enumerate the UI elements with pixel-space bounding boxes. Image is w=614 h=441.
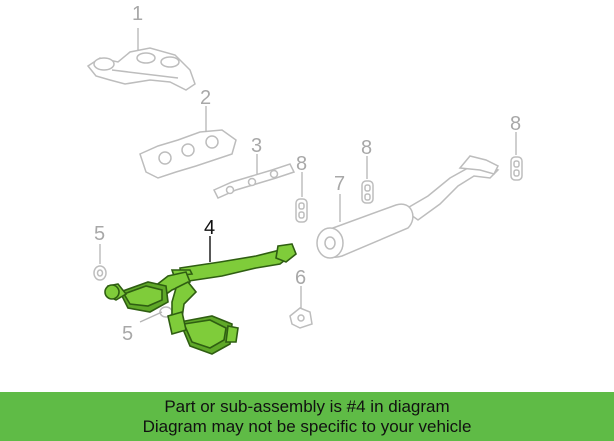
callout-8b: 8 bbox=[361, 137, 372, 159]
callout-5a: 5 bbox=[94, 223, 105, 245]
part-8-hanger-b bbox=[361, 180, 374, 204]
callout-6: 6 bbox=[295, 267, 306, 289]
callout-5b: 5 bbox=[122, 323, 133, 345]
banner-line-disclaimer: Diagram may not be specific to your vehi… bbox=[142, 416, 472, 436]
part-2-exhaust-manifold bbox=[139, 129, 237, 179]
callout-8a: 8 bbox=[296, 153, 307, 175]
info-banner: Part or sub-assembly is #4 in diagram Di… bbox=[0, 392, 614, 441]
callout-7: 7 bbox=[334, 173, 345, 195]
part-3-gasket bbox=[212, 163, 296, 199]
part-8-hanger-a bbox=[295, 198, 308, 223]
callout-1: 1 bbox=[132, 3, 143, 25]
part-8-hanger-c bbox=[510, 156, 523, 181]
part-4-exhaust-y-pipe bbox=[104, 243, 297, 355]
callout-8c: 8 bbox=[510, 113, 521, 135]
parts-diagram: 1 2 3 4 5 5 6 7 8 8 8 bbox=[86, 3, 523, 355]
callout-4: 4 bbox=[204, 217, 215, 239]
part-6-bracket bbox=[289, 307, 313, 329]
callout-3: 3 bbox=[251, 135, 262, 157]
part-1-exhaust-manifold bbox=[86, 47, 196, 91]
part-7-muffler bbox=[316, 155, 500, 259]
callout-2: 2 bbox=[200, 87, 211, 109]
banner-line-part-number: Part or sub-assembly is #4 in diagram bbox=[164, 396, 450, 416]
leader-5b bbox=[139, 311, 163, 323]
part-5-gasket-a bbox=[93, 265, 107, 281]
